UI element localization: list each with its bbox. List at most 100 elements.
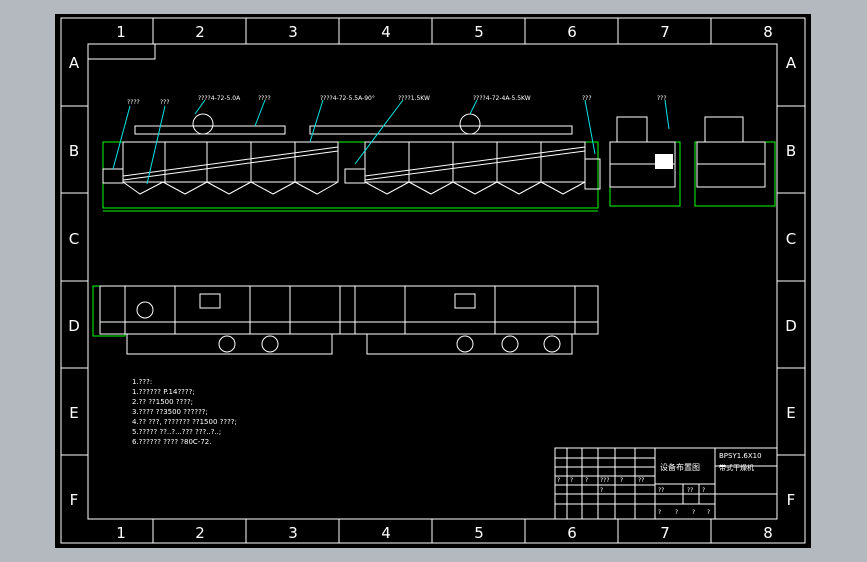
elevation-partitions: [164, 142, 542, 182]
tb-mark-10: ?: [658, 509, 661, 516]
note-1: 1.???:: [132, 378, 152, 386]
col-label-6: 6: [567, 23, 577, 41]
row-label-e: E: [69, 404, 78, 422]
plan-body: [99, 285, 599, 335]
note-5: 4.?? ???, ??????? ??1500 ????;: [132, 418, 237, 426]
drawing-number: BPSY1.6X10: [719, 452, 762, 460]
annotation-2: ???: [160, 99, 170, 106]
column-dividers: [152, 18, 712, 543]
col-label-bottom-4: 4: [381, 524, 391, 542]
annotation-3: ????4-72-5.0A: [198, 95, 241, 102]
col-label-bottom-7: 7: [660, 524, 670, 542]
col-label-bottom-1: 1: [116, 524, 126, 542]
tb-mark-0: ?: [557, 477, 560, 484]
col-label-2: 2: [195, 23, 205, 41]
belt-slope-1: [122, 146, 339, 177]
plan-partitions: [124, 286, 576, 334]
tb-mark-13: ?: [707, 509, 710, 516]
row-label-c: C: [69, 230, 79, 248]
row-label-right-c: C: [786, 230, 796, 248]
annotation-5: ????4-72-5.5A-90°: [320, 95, 375, 102]
discharge-right: [584, 158, 601, 190]
base-wheels: [218, 335, 561, 353]
tb-mark-12: ?: [692, 509, 695, 516]
annotation-1: ????: [127, 99, 140, 106]
title-block-marks: ? ? ? ??? ? ?? ?? ?? ? ? ? ? ? ?: [557, 477, 710, 516]
tb-mark-9: ?: [600, 487, 603, 494]
note-4: 3.???? ??3500 ??????;: [132, 408, 208, 416]
column-labels-bottom: 1 2 3 4 5 6 7 8: [116, 524, 773, 542]
col-label-4: 4: [381, 23, 391, 41]
top-duct-right: [309, 125, 573, 135]
technical-notes: 1.???: 1.?????? P.14????; 2.?? ??1500 ??…: [132, 378, 237, 446]
col-label-bottom-5: 5: [474, 524, 484, 542]
title-block-border: [554, 447, 778, 520]
dryer-body-left: [122, 141, 339, 183]
cad-viewport[interactable]: 1 2 3 4 5 6 7 8 1 2 3 4 5 6 7 8 A B C D …: [55, 14, 811, 548]
row-label-f: F: [70, 491, 79, 509]
annotation-9: ???: [657, 95, 667, 102]
note-7: 6.?????? ???? ?80C-72.: [132, 438, 211, 446]
title-block[interactable]: 设备布置图 BPSY1.6X10 带式干燥机 ? ? ? ??? ? ?? ??…: [554, 447, 778, 520]
note-2: 1.?????? P.14????;: [132, 388, 195, 396]
side-view-2-dim: [694, 141, 776, 207]
side-view-1[interactable]: [609, 116, 681, 207]
code-box: [88, 44, 156, 60]
row-label-a: A: [69, 54, 80, 72]
row-label-right-a: A: [786, 54, 797, 72]
row-label-right-e: E: [786, 404, 795, 422]
col-label-bottom-6: 6: [567, 524, 577, 542]
col-label-8: 8: [763, 23, 773, 41]
annotation-4: ????: [258, 95, 271, 102]
plan-fan-left: [136, 301, 154, 319]
top-duct-left: [134, 125, 286, 135]
tb-mark-6: ??: [658, 487, 664, 494]
row-label-b: B: [69, 142, 79, 160]
tb-mark-8: ?: [702, 487, 705, 494]
plan-box-1: [199, 293, 221, 309]
column-labels-top: 1 2 3 4 5 6 7 8: [116, 23, 773, 41]
row-label-right-d: D: [785, 317, 797, 335]
col-label-3: 3: [288, 23, 298, 41]
side-view-2-fan: [704, 116, 744, 143]
leader-lines: [112, 99, 670, 185]
feeder-left: [102, 168, 124, 184]
belt-slope-2: [122, 150, 339, 181]
note-3: 2.?? ??1500 ????;: [132, 398, 193, 406]
row-label-right-f: F: [787, 491, 796, 509]
note-6: 5.????? ??..?...??? ???..?..;: [132, 428, 221, 436]
plan-box-2: [454, 293, 476, 309]
plan-dim-left: [92, 285, 126, 337]
fan-left: [192, 113, 214, 135]
hopper-row-left: [122, 181, 339, 195]
tb-mark-11: ?: [675, 509, 678, 516]
base-frame-right: [366, 333, 573, 355]
tb-mark-3: ???: [600, 477, 610, 484]
drawing-name: 带式干燥机: [719, 463, 754, 472]
hopper-row-right: [364, 181, 586, 195]
annotation-7: ????4-72-4A-5.5KW: [473, 95, 531, 102]
col-label-bottom-3: 3: [288, 524, 298, 542]
side-view-1-panel: [655, 154, 673, 169]
col-label-bottom-2: 2: [195, 524, 205, 542]
annotation-6: ????1.5KW: [398, 95, 430, 102]
belt-slope-4: [364, 150, 586, 181]
row-label-right-b: B: [786, 142, 796, 160]
row-label-d: D: [68, 317, 80, 335]
tb-mark-4: ?: [620, 477, 623, 484]
row-labels-right: A B C D E F: [785, 54, 797, 509]
tb-mark-2: ?: [585, 477, 588, 484]
tb-mark-1: ?: [570, 477, 573, 484]
side-view-2[interactable]: [694, 116, 776, 207]
row-dividers: [61, 105, 805, 456]
front-elevation-view[interactable]: ???? ??? ????4-72-5.0A ???? ????4-72-5.5…: [102, 95, 670, 212]
col-label-5: 5: [474, 23, 484, 41]
side-view-1-dim: [609, 141, 681, 207]
drawing-canvas[interactable]: 1 2 3 4 5 6 7 8 1 2 3 4 5 6 7 8 A B C D …: [55, 14, 811, 548]
plan-view[interactable]: [92, 285, 599, 355]
elevation-dimension-outline: [102, 141, 599, 209]
col-label-1: 1: [116, 23, 126, 41]
row-labels-left: A B C D E F: [68, 54, 80, 509]
col-label-bottom-8: 8: [763, 524, 773, 542]
base-frame-left: [126, 333, 333, 355]
